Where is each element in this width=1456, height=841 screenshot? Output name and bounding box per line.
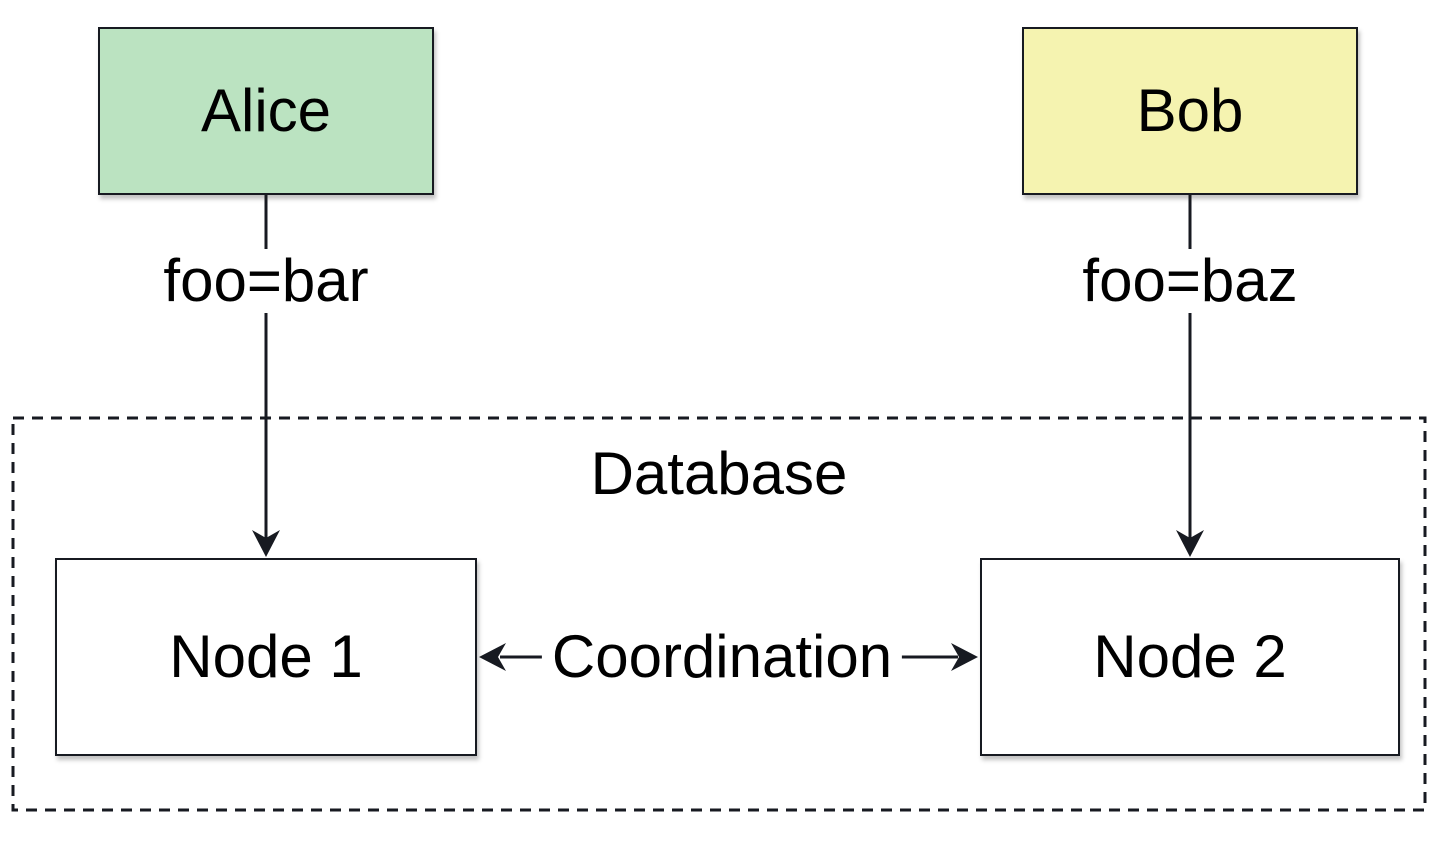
alice-box: Alice	[98, 27, 434, 195]
alice-write-edge-label: foo=bar	[153, 249, 379, 313]
arrowhead-left-icon	[479, 643, 506, 671]
node2-label: Node 2	[1093, 623, 1287, 690]
bob-write-edge-label: foo=baz	[1072, 249, 1308, 313]
bob-box: Bob	[1022, 27, 1358, 195]
node2-box: Node 2	[980, 558, 1400, 756]
bob-label: Bob	[1136, 77, 1244, 144]
arrowhead-down-icon	[252, 530, 280, 557]
node1-label: Node 1	[169, 623, 363, 690]
database-label: Database	[590, 440, 848, 507]
node1-box: Node 1	[55, 558, 477, 756]
coordination-edge-label: Coordination	[541, 625, 903, 689]
arrowhead-right-icon	[951, 643, 978, 671]
arrowhead-down-icon	[1176, 530, 1204, 557]
alice-label: Alice	[200, 77, 332, 144]
